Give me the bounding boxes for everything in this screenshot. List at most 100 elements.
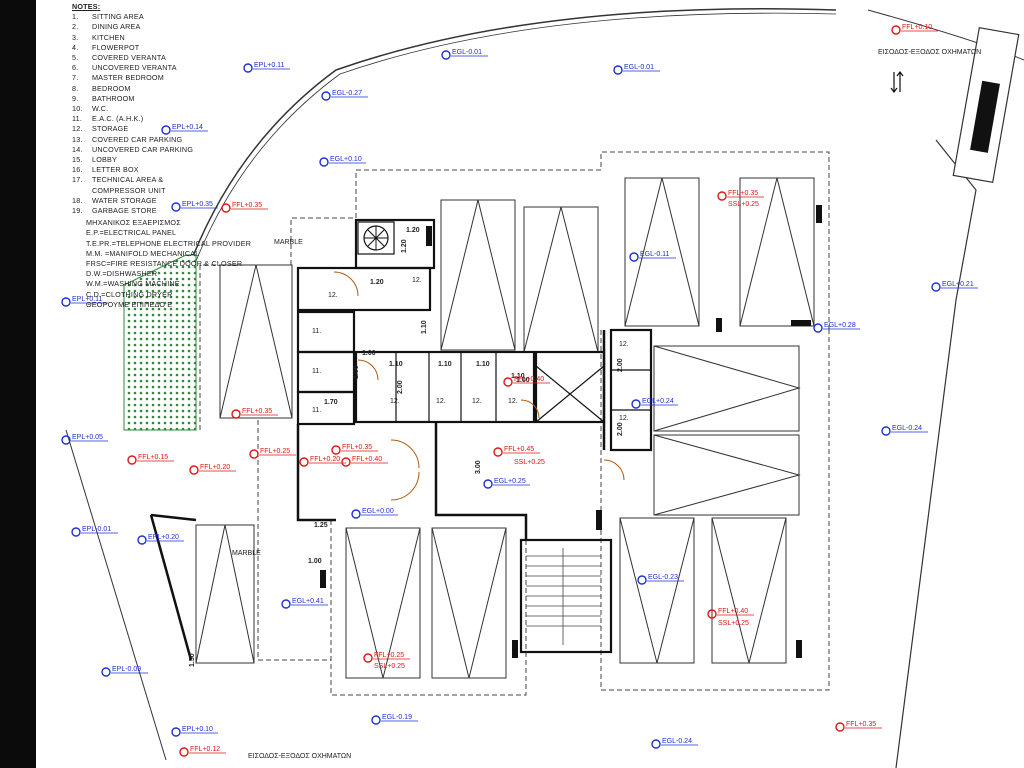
marble-label-bottom: MARBLE bbox=[232, 550, 261, 557]
note-text: COVERED VERANTA bbox=[92, 53, 166, 63]
floor-plan: MARBLE MARBLE 12. 11. 11. 11. 12. 12. 12… bbox=[61, 8, 1024, 768]
note-item: 14.UNCOVERED CAR PARKING bbox=[72, 145, 251, 155]
floor-level-label: FFL+0.25 bbox=[374, 652, 404, 659]
room-tag: 11. bbox=[312, 328, 321, 335]
floor-level-label: FFL+0.15 bbox=[138, 454, 168, 461]
floor-level-label: FFL+0.35 bbox=[242, 408, 272, 415]
note-number: 16. bbox=[72, 165, 83, 175]
floor-level-label: FFL+0.35 bbox=[342, 444, 372, 451]
note-text: BEDROOM bbox=[92, 83, 131, 93]
note-item: 15. LOBBY bbox=[72, 155, 251, 165]
note-item: 9.BATHROOM bbox=[72, 94, 251, 104]
legend-item: T.E.PR.=TELEPHONE ELECTRICAL PROVIDER bbox=[86, 238, 252, 248]
ground-level-label: EPL-0.01 bbox=[82, 526, 111, 533]
legend-item: M.M. =MANIFOLD MECHANICAL bbox=[86, 248, 200, 258]
floor-level-marker-icon bbox=[331, 445, 341, 455]
note-number: 4. bbox=[72, 42, 79, 52]
ground-level-marker-icon bbox=[137, 535, 147, 545]
note-text: WATER STORAGE bbox=[92, 195, 157, 205]
floor-level-label: FFL+0.35 bbox=[728, 190, 758, 197]
ground-level-label: EGL-0.27 bbox=[332, 90, 362, 97]
floor-level-label: FFL+0.40 bbox=[514, 376, 544, 383]
ground-level-label: EGL-0.24 bbox=[892, 425, 922, 432]
ground-level-label: EPL+0.11 bbox=[254, 62, 285, 69]
drawing-sheet: MARBLE MARBLE 12. 11. 11. 11. 12. 12. 12… bbox=[36, 0, 1024, 768]
dimension: 1.25 bbox=[314, 522, 328, 529]
dimension: 1.00 bbox=[353, 365, 360, 379]
ground-level-label: EPL+0.11 bbox=[72, 296, 103, 303]
marble-label-top: MARBLE bbox=[274, 239, 303, 246]
note-text: COVERED CAR PARKING bbox=[92, 134, 183, 144]
room-tag: 12. bbox=[390, 398, 400, 405]
ground-level-label: EPL+0.35 bbox=[182, 201, 213, 208]
ground-level-marker-icon bbox=[281, 599, 291, 609]
ground-level-marker-icon bbox=[243, 63, 253, 73]
legend-item: C.D.=CLOTHING DRYER bbox=[86, 289, 173, 299]
ground-level-label: EPL+0.14 bbox=[172, 124, 203, 131]
ground-level-label: EPL+0.10 bbox=[182, 726, 213, 733]
floor-level-label: FFL+0.40 bbox=[352, 456, 382, 463]
legend-item: ΘΕΟΡΟΥΜΕ ΕΠΙΠΕΔΟ Ε bbox=[86, 299, 173, 309]
note-number: 19. bbox=[72, 206, 83, 216]
slab-level-label: SSL+0.25 bbox=[514, 459, 545, 466]
slab-level-label: SSL+0.25 bbox=[718, 620, 749, 627]
dimension: 1.10 bbox=[511, 373, 525, 380]
dimension: 1.10 bbox=[438, 361, 452, 368]
floor-level-marker-icon bbox=[179, 747, 189, 757]
ground-level-marker-icon bbox=[71, 527, 81, 537]
ground-level-marker-icon bbox=[371, 715, 381, 725]
note-number: 15. bbox=[72, 155, 83, 165]
note-number: 8. bbox=[72, 83, 79, 93]
flowerpot-area bbox=[123, 254, 197, 431]
note-number: 6. bbox=[72, 63, 79, 73]
legend-item: E.P.=ELECTRICAL PANEL bbox=[86, 228, 177, 238]
ground-level-marker-icon bbox=[629, 252, 639, 262]
note-number: 1. bbox=[72, 12, 79, 22]
note-text: FLOWERPOT bbox=[92, 42, 140, 52]
note-item: 16.LETTER BOX bbox=[72, 165, 251, 175]
ground-level-label: EPL+0.20 bbox=[148, 534, 179, 541]
note-item: 17.TECHNICAL AREA & bbox=[72, 175, 251, 185]
ground-level-label: EGL-0.24 bbox=[662, 738, 692, 745]
ground-level-marker-icon bbox=[351, 509, 361, 519]
note-item: 5.COVERED VERANTA bbox=[72, 53, 251, 63]
legend-item: ΜΗΧΑΝΙΚΟΣ ΕΞΑΕΡΙΣΜΟΣ bbox=[86, 218, 181, 228]
note-text: TECHNICAL AREA & bbox=[92, 175, 164, 185]
note-item: 8. BEDROOM bbox=[72, 84, 251, 94]
note-text: W.C. bbox=[92, 104, 109, 114]
dimension: 1.20 bbox=[370, 279, 384, 286]
note-number: 7. bbox=[72, 73, 79, 83]
note-text: MASTER BEDROOM bbox=[92, 73, 164, 83]
dimension: 1.00 bbox=[516, 377, 530, 384]
floor-level-marker-icon bbox=[231, 409, 241, 419]
floor-level-label: FFL+0.35 bbox=[846, 721, 876, 728]
room-tag: 12. bbox=[508, 398, 518, 405]
floor-level-label: FFL+0.20 bbox=[200, 464, 230, 471]
core-rooms bbox=[296, 218, 653, 654]
ground-level-label: EPL-0.09 bbox=[112, 666, 141, 673]
note-item: 3.KITCHEN bbox=[72, 33, 251, 43]
ground-level-marker-icon bbox=[171, 202, 181, 212]
room-tag: 12. bbox=[619, 415, 629, 422]
ground-level-label: EGL+0.10 bbox=[330, 156, 362, 163]
ground-level-label: EGL+0.28 bbox=[824, 322, 856, 329]
ground-level-marker-icon bbox=[637, 575, 647, 585]
ground-level-marker-icon bbox=[651, 739, 661, 749]
floor-level-marker-icon bbox=[503, 377, 513, 387]
room-tag: 11. bbox=[312, 407, 321, 414]
legend-item: W.M.=WASHING MACHINE bbox=[86, 279, 180, 289]
floor-level-marker-icon bbox=[493, 447, 503, 457]
note-number: 13. bbox=[72, 134, 83, 144]
note-text: LOBBY bbox=[92, 155, 117, 165]
note-item: COMPRESSOR UNIT bbox=[72, 186, 251, 196]
room-tag: 12. bbox=[412, 277, 422, 284]
ground-level-marker-icon bbox=[631, 399, 641, 409]
dimension: 1.20 bbox=[401, 239, 408, 253]
ground-level-label: EGL-0.01 bbox=[452, 49, 482, 56]
ground-level-marker-icon bbox=[613, 65, 623, 75]
legend-item: D.W.=DISHWASHER bbox=[86, 269, 158, 279]
note-text: E.A.C. (A.H.K.) bbox=[92, 114, 144, 124]
note-text: KITCHEN bbox=[92, 32, 125, 42]
floor-level-label: FFL+0.25 bbox=[260, 448, 290, 455]
